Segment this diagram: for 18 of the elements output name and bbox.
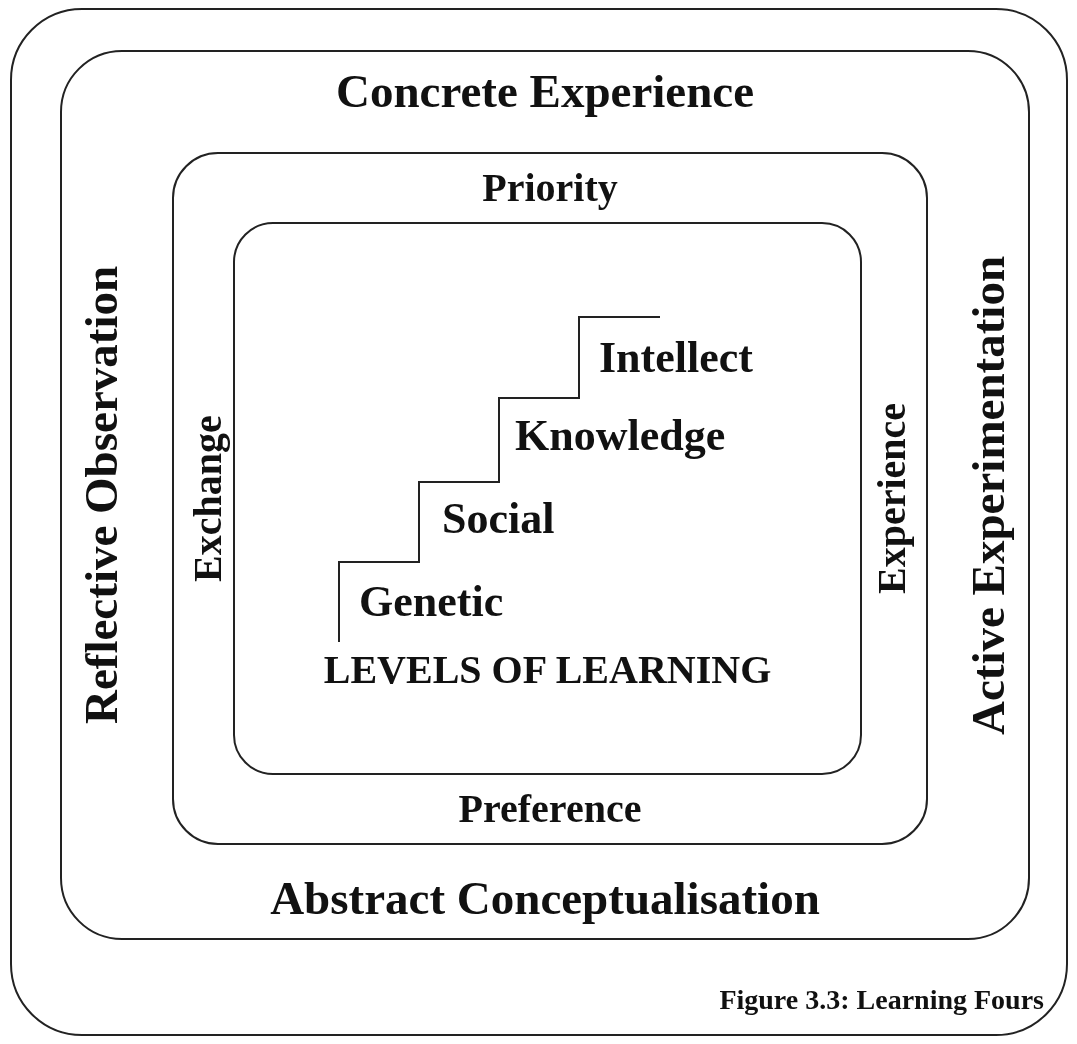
side-label: Exchange <box>188 414 228 584</box>
rounded-box <box>233 222 862 775</box>
side-label: Priority <box>481 168 619 208</box>
rounded-box <box>172 152 928 845</box>
rounded-box <box>60 50 1030 940</box>
figure-caption: Figure 3.3: Learning Fours <box>719 986 1044 1014</box>
side-label: Concrete Experience <box>334 68 756 116</box>
side-label: Reflective Observation <box>78 264 126 727</box>
outer-frame <box>10 8 1068 1036</box>
side-label: Active Experimentation <box>964 254 1012 737</box>
side-label: Experience <box>872 401 912 597</box>
title-label: LEVELS OF LEARNING <box>322 650 773 690</box>
step-label: Intellect <box>599 336 753 380</box>
step-label: Genetic <box>359 580 504 624</box>
side-label: Abstract Conceptualisation <box>269 874 821 922</box>
side-label: Preference <box>457 789 643 829</box>
step-label: Social <box>442 497 555 541</box>
step-label: Knowledge <box>515 414 726 458</box>
